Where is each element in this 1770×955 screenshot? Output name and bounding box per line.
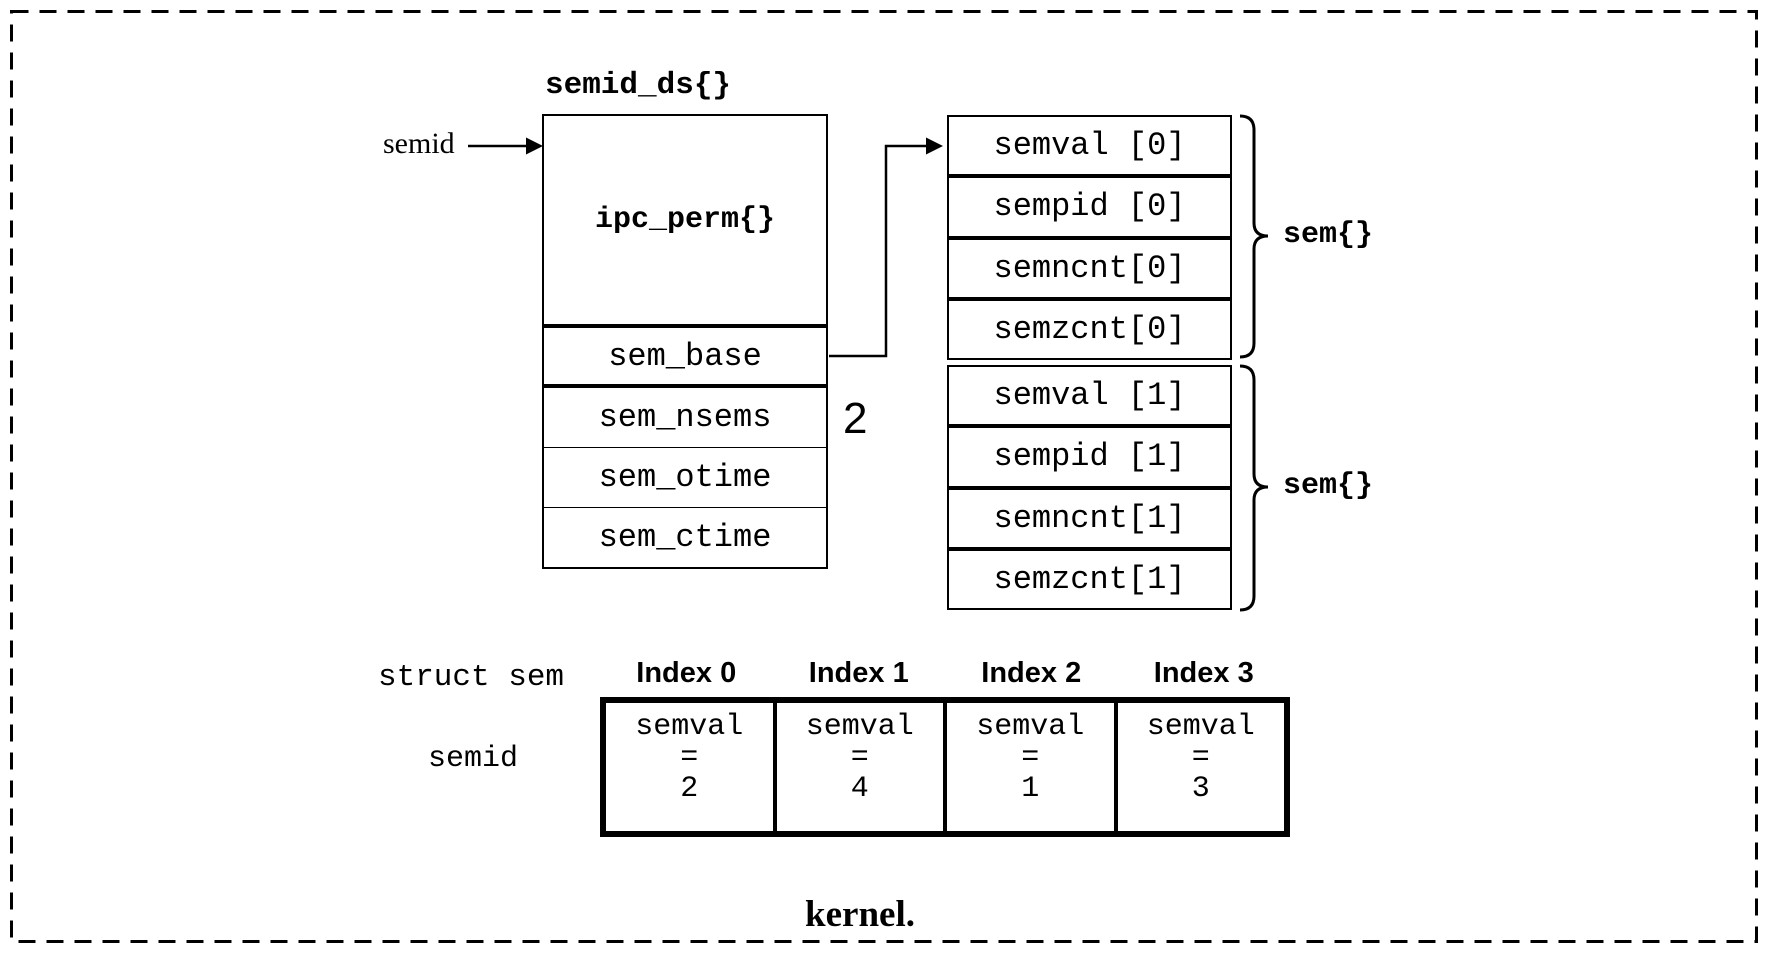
semid-arrow [468,137,543,155]
sem-array-row: sempid [1] [947,426,1232,488]
semid-ds-lower-fields: sem_nsems sem_otime sem_ctime [542,386,828,569]
cell-equals: = [680,741,699,775]
index-header-3: Index 3 [1153,657,1254,689]
sem-array-row: semncnt[1] [947,487,1232,549]
cell-value: 4 [850,772,869,806]
sem-otime-field: sem_otime [544,447,826,507]
sem-array-row: semzcnt[0] [947,298,1232,360]
semid-pointer-label: semid [383,127,455,160]
cell-equals: = [1021,741,1040,775]
sem-group-1-brace [1239,364,1269,612]
sem-array-row: sempid [0] [947,176,1232,238]
sem-nsems-field: sem_nsems [598,399,772,436]
sem-brace-label-0: sem{} [1283,218,1374,252]
ipc-perm-box: ipc_perm{} [542,114,828,326]
semid-ds-title: semid_ds{} [545,68,732,103]
sem-base-field: sem_base [542,326,828,386]
sem-array-row: semzcnt[1] [947,548,1232,610]
semid-row-label: semid [428,742,519,776]
cell-field-label: semval [805,710,914,744]
cell-field-label: semval [1146,710,1255,744]
kernel-caption: kernel. [805,894,915,935]
sem-array-row: semncnt[0] [947,237,1232,299]
semval-cell-0: semval = 2 [606,703,773,831]
sem-ctime-field: sem_ctime [544,507,826,567]
sem-brace-label-1: sem{} [1283,469,1374,503]
index-header-row: Index 0 Index 1 Index 2 Index 3 [600,657,1290,693]
ipc-perm-label: ipc_perm{} [594,203,776,237]
index-header-2: Index 2 [981,657,1082,689]
sem-array-row: semval [1] [947,365,1232,427]
cell-equals: = [1191,741,1210,775]
sem-base-arrow [829,137,943,358]
semval-cell-3: semval = 3 [1113,703,1285,831]
nsems-value: 2 [843,394,868,443]
semval-table: semval = 2 semval = 4 semval = 1 semval … [600,697,1290,837]
sem-array-box-1: semval [1] sempid [1] semncnt[1] semzcnt… [947,365,1232,610]
cell-value: 3 [1191,772,1210,806]
cell-field-label: semval [976,710,1085,744]
cell-value: 1 [1021,772,1040,806]
struct-sem-label: struct sem [378,660,565,695]
sem-group-0-brace [1239,114,1269,359]
sem-array-box-0: semval [0] sempid [0] semncnt[0] semzcnt… [947,115,1232,360]
dashed-border [10,10,1758,943]
index-header-0: Index 0 [636,657,737,689]
cell-equals: = [850,741,869,775]
cell-field-label: semval [635,710,744,744]
index-header-1: Index 1 [808,657,909,689]
cell-value: 2 [680,772,699,806]
semval-cell-1: semval = 4 [772,703,944,831]
semval-cell-2: semval = 1 [943,703,1114,831]
sem-array-row: semval [0] [947,115,1232,177]
